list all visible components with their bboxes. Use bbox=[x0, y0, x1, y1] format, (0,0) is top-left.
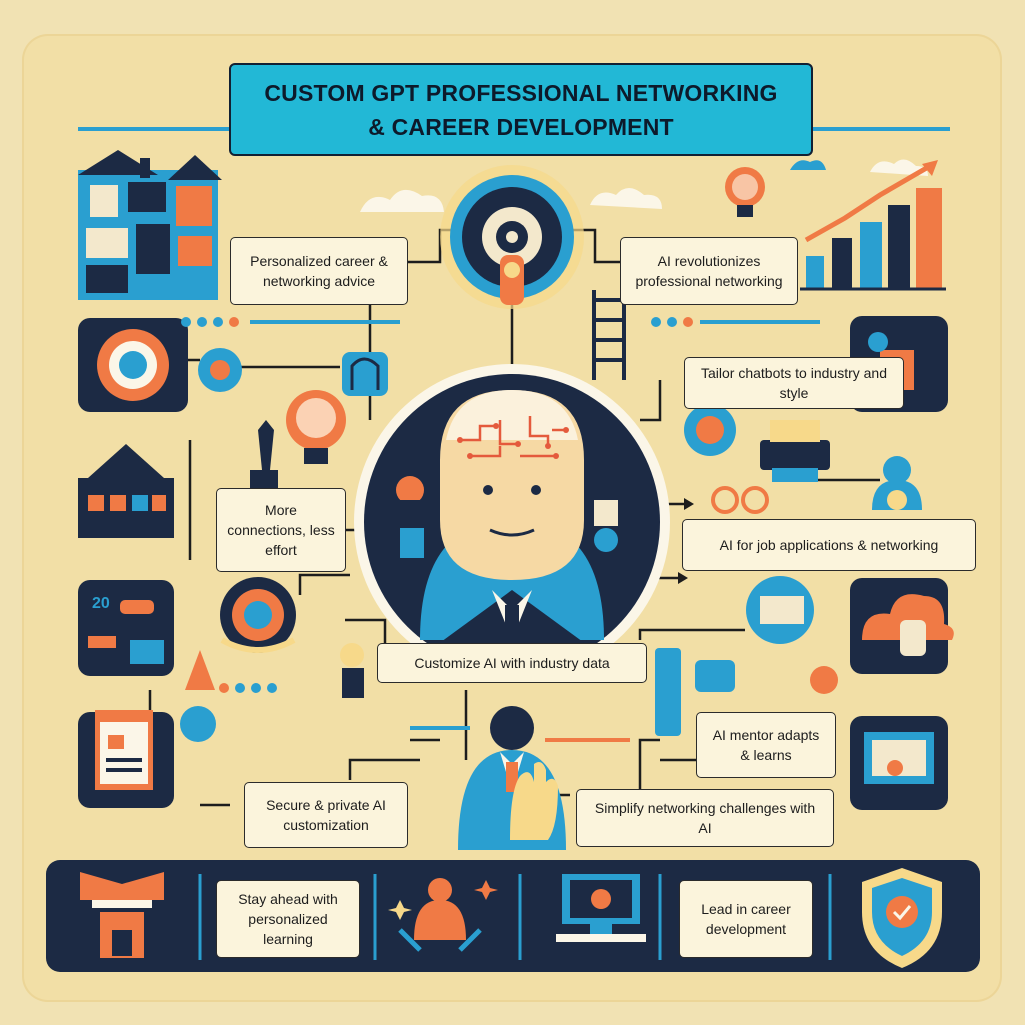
houses-icon bbox=[78, 150, 222, 300]
title-line-1: CUSTOM GPT PROFESSIONAL NETWORKING bbox=[264, 79, 778, 106]
title-line-2: & CAREER DEVELOPMENT bbox=[368, 113, 674, 140]
note-ai-mentor: AI mentor adapts & learns bbox=[696, 712, 836, 778]
target-icon bbox=[440, 165, 584, 309]
person-icon bbox=[872, 456, 922, 510]
monitor-icon bbox=[850, 716, 948, 810]
note-personalized-advice: Personalized career & networking advice bbox=[230, 237, 408, 305]
shield-icon bbox=[862, 868, 942, 968]
gear-icon bbox=[78, 318, 188, 412]
note-ai-revolutionizes: AI revolutionizes professional networkin… bbox=[620, 237, 798, 305]
note-simplify-networking: Simplify networking challenges with AI bbox=[576, 789, 834, 847]
brain-head-icon bbox=[354, 364, 670, 680]
gateway-icon bbox=[80, 870, 164, 962]
note-more-connections: More connections, less effort bbox=[216, 488, 346, 572]
note-stay-ahead: Stay ahead with personalized learning bbox=[216, 880, 360, 958]
document-icon bbox=[78, 710, 174, 808]
note-customize-ai: Customize AI with industry data bbox=[377, 643, 647, 683]
lightbulb-top-icon bbox=[725, 167, 765, 217]
cloud-icon bbox=[850, 578, 954, 674]
achiever-icon bbox=[388, 878, 498, 952]
printer-icon bbox=[760, 420, 830, 482]
note-job-applications: AI for job applications & networking bbox=[682, 519, 976, 571]
building-tile-icon bbox=[78, 444, 174, 538]
lightbulb-icon bbox=[250, 390, 346, 490]
bar-chart-icon bbox=[800, 160, 946, 291]
ladder-icon bbox=[592, 290, 626, 380]
laptop-icon bbox=[556, 874, 646, 942]
note-tailor-chatbots: Tailor chatbots to industry and style bbox=[684, 357, 904, 409]
svg-text:20: 20 bbox=[92, 595, 110, 612]
bottom-strip bbox=[46, 860, 980, 972]
handshake-icon bbox=[220, 577, 296, 653]
note-lead-career: Lead in career development bbox=[679, 880, 813, 958]
speaker-person-icon bbox=[458, 706, 566, 850]
page-title: CUSTOM GPT PROFESSIONAL NETWORKING & CAR… bbox=[229, 63, 813, 156]
note-secure-private: Secure & private AI customization bbox=[244, 782, 408, 848]
